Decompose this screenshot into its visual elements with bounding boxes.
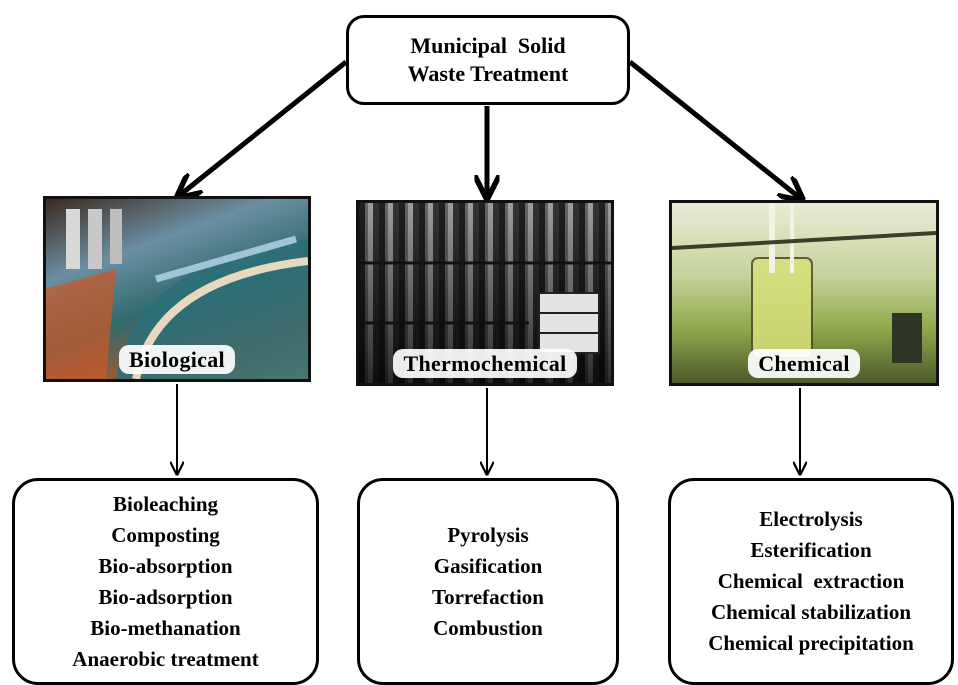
root-title-line-2: Waste Treatment [407, 61, 569, 86]
thermochemical-methods-box: Pyrolysis Gasification Torrefaction Comb… [357, 478, 619, 685]
method-item: Bio-adsorption [98, 584, 233, 609]
root-node: Municipal Solid Waste Treatment [346, 15, 630, 105]
tank-illustration [46, 209, 308, 379]
plant-illustration [359, 261, 611, 354]
biological-methods-box: Bioleaching Composting Bio-absorption Bi… [12, 478, 319, 685]
category-label-thermochemical: Thermochemical [393, 349, 577, 378]
arrow-root-to-chemical [628, 60, 800, 198]
method-item: Pyrolysis [447, 522, 529, 547]
chemical-image: Chemical [669, 200, 939, 386]
beaker-illustration [672, 203, 936, 363]
method-item: Torrefaction [432, 584, 544, 609]
category-label-biological: Biological [119, 345, 235, 374]
method-item: Esterification [750, 538, 872, 562]
method-item: Bioleaching [112, 491, 218, 516]
method-item: Composting [111, 522, 220, 547]
biological-image: Biological [43, 196, 311, 382]
method-item: Bio-absorption [98, 553, 233, 578]
method-item: Combustion [433, 615, 543, 640]
arrow-root-to-biological [180, 60, 348, 195]
method-item: Chemical precipitation [708, 631, 914, 655]
method-item: Chemical stabilization [710, 600, 912, 624]
category-label-chemical: Chemical [748, 349, 860, 378]
method-item: Electrolysis [759, 507, 863, 531]
chemical-methods-box: Electrolysis Esterification Chemical ext… [668, 478, 954, 685]
root-title-line-1: Municipal Solid [410, 33, 566, 58]
method-item: Gasification [433, 553, 543, 578]
method-item: Anaerobic treatment [72, 646, 259, 671]
method-item: Chemical extraction [717, 569, 905, 593]
method-item: Bio-methanation [90, 615, 241, 640]
thermochemical-image: Thermochemical [356, 200, 614, 386]
